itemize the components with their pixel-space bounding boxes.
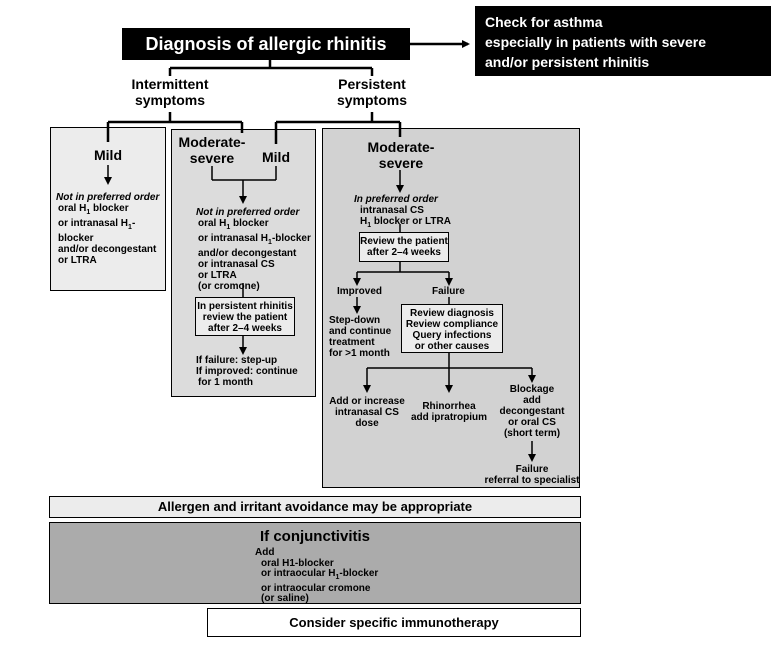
- right-moderate-line-2: severe: [378, 155, 424, 171]
- review-diagnosis-line-1: Review diagnosis: [410, 308, 494, 319]
- middle-item-4: or intranasal CS: [198, 259, 275, 270]
- middle-moderate-line-1: Moderate-: [178, 134, 246, 150]
- middle-review-line-1: In persistent rhinitis: [197, 301, 293, 312]
- review-diagnosis-line-2: Review compliance: [405, 319, 499, 330]
- asthma-line-1: Check for asthma: [485, 14, 603, 30]
- intermittent-line-1: Intermittent: [131, 76, 209, 92]
- mild-item-4: or LTRA: [58, 255, 97, 266]
- mild-item-1: oral H1 blocker: [58, 203, 129, 216]
- right-improved-label: Improved: [337, 286, 383, 297]
- right-item-2: H1 blocker or LTRA: [360, 216, 451, 229]
- conjunctivitis-item-1: oral H1-blocker: [261, 557, 334, 569]
- intermittent-line-2: symptoms: [134, 92, 206, 108]
- mild-intermittent-treatments: Not in preferred order oral H1 blocker o…: [56, 192, 166, 266]
- middle-if-improved: If improved: continue: [196, 366, 298, 377]
- middle-moderate-line-2: severe: [189, 150, 235, 166]
- add-increase-line-1: Add or increase: [329, 396, 405, 407]
- review-diagnosis-line-4: or other causes: [414, 341, 490, 352]
- failure-referral-text: Failure referral to specialist: [482, 464, 582, 486]
- persistent-label: Persistent symptoms: [312, 76, 432, 108]
- middle-item-6: (or cromone): [198, 281, 260, 292]
- right-moderate-line-1: Moderate-: [367, 139, 435, 155]
- middle-item-5: or LTRA: [198, 270, 237, 281]
- middle-treatments: Not in preferred order oral H1 blocker o…: [196, 207, 314, 292]
- middle-item-3: and/or decongestant: [198, 248, 297, 259]
- add-increase-line-2: intranasal CS: [335, 407, 399, 418]
- blockage-line-2: add: [523, 395, 541, 406]
- persistent-line-1: Persistent: [338, 76, 406, 92]
- right-stepdown-text: Step-down and continue treatment for >1 …: [329, 315, 399, 359]
- blockage-line-1: Blockage: [509, 384, 555, 395]
- right-failure-label: Failure: [432, 286, 465, 297]
- conjunctivitis-item-3: or intraocular cromone: [261, 582, 371, 594]
- conjunctivitis-item-2: or intraocular H1-blocker: [261, 568, 379, 581]
- conjunctivitis-box: [49, 522, 581, 604]
- mild-intermittent-box: [50, 127, 166, 291]
- failure-referral-line-2: referral to specialist: [484, 475, 580, 486]
- immunotherapy-box: Consider specific immunotherapy: [207, 608, 581, 637]
- right-treatments: In preferred order intranasal CS H1 bloc…: [354, 194, 484, 231]
- right-review-line-1: Review the patient: [360, 236, 448, 247]
- review-diagnosis-line-3: Query infections: [412, 330, 492, 341]
- review-diagnosis-box: Review diagnosis Review compliance Query…: [401, 304, 503, 353]
- allergen-avoidance-bar: Allergen and irritant avoidance may be a…: [49, 496, 581, 518]
- intermittent-label: Intermittent symptoms: [110, 76, 230, 108]
- mild-item-3: and/or decongestant: [58, 244, 157, 255]
- diagnosis-header: Diagnosis of allergic rhinitis: [122, 28, 410, 60]
- asthma-line-3: and/or persistent rhinitis: [485, 54, 650, 70]
- add-increase-text: Add or increase intranasal CS dose: [326, 396, 408, 429]
- mild-item-2: or intranasal H1-blocker: [58, 218, 136, 244]
- middle-mild-title: Mild: [262, 149, 290, 165]
- asthma-box: Check for asthma especially in patients …: [475, 6, 771, 76]
- blockage-line-4: or oral CS: [508, 417, 556, 428]
- conjunctivitis-title: If conjunctivitis: [259, 528, 370, 545]
- asthma-line-2: especially in patients with severe: [485, 34, 706, 50]
- middle-moderate-severe: Moderate- severe: [174, 134, 250, 166]
- add-increase-line-3: dose: [355, 418, 379, 429]
- rhinorrhea-text: Rhinorrhea add ipratropium: [408, 401, 490, 423]
- stepdown-line-4: for >1 month: [329, 348, 390, 359]
- stepdown-line-2: and continue: [329, 326, 392, 337]
- middle-order-note: Not in preferred order: [196, 207, 300, 218]
- right-moderate-severe: Moderate- severe: [355, 139, 447, 171]
- conjunctivitis-item-4: (or saline): [261, 593, 309, 604]
- conjunctivitis-add: Add: [255, 547, 275, 558]
- middle-if-failure: If failure: step-up: [196, 355, 278, 366]
- middle-for-month: for 1 month: [198, 377, 253, 388]
- blockage-line-5: (short term): [503, 428, 561, 439]
- mild-order-note: Not in preferred order: [56, 192, 160, 203]
- middle-item-2: or intranasal H1-blocker: [198, 233, 311, 246]
- middle-review-line-3: after 2–4 weeks: [208, 323, 282, 334]
- blockage-text: Blockage add decongestant or oral CS (sh…: [492, 384, 572, 439]
- rhinorrhea-line-1: Rhinorrhea: [422, 401, 476, 412]
- right-review-line-2: after 2–4 weeks: [367, 247, 441, 258]
- conjunctivitis-treatments: Add oral H1-blocker or intraocular H1-bl…: [255, 547, 455, 605]
- blockage-line-3: decongestant: [499, 406, 565, 417]
- mild-intermittent-title: Mild: [94, 147, 122, 163]
- persistent-line-2: symptoms: [336, 92, 408, 108]
- right-order-note: In preferred order: [354, 194, 438, 205]
- stepdown-line-3: treatment: [329, 337, 375, 348]
- middle-review-line-2: review the patient: [202, 312, 288, 323]
- stepdown-line-1: Step-down: [329, 315, 381, 326]
- failure-referral-line-1: Failure: [515, 464, 549, 475]
- rhinorrhea-line-2: add ipratropium: [410, 412, 488, 423]
- middle-outcomes: If failure: step-up If improved: continu…: [196, 355, 314, 388]
- right-review-box: Review the patient after 2–4 weeks: [359, 232, 449, 262]
- middle-review-box: In persistent rhinitis review the patien…: [195, 297, 295, 336]
- right-item-1: intranasal CS: [360, 205, 424, 216]
- middle-item-1: oral H1 blocker: [198, 218, 269, 231]
